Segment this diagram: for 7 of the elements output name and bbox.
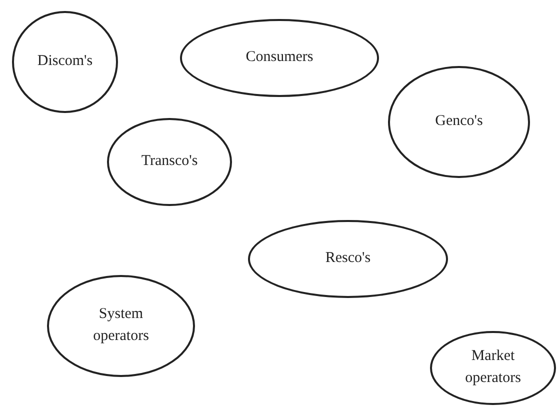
node-label: Transco's [141, 152, 198, 172]
node-label: Consumers [246, 48, 314, 68]
node-label: Market operators [464, 347, 522, 388]
node-label: Genco's [435, 112, 483, 132]
node-label: System operators [92, 305, 150, 346]
node-label: Discom's [37, 52, 93, 72]
node-label: Resco's [325, 249, 371, 268]
